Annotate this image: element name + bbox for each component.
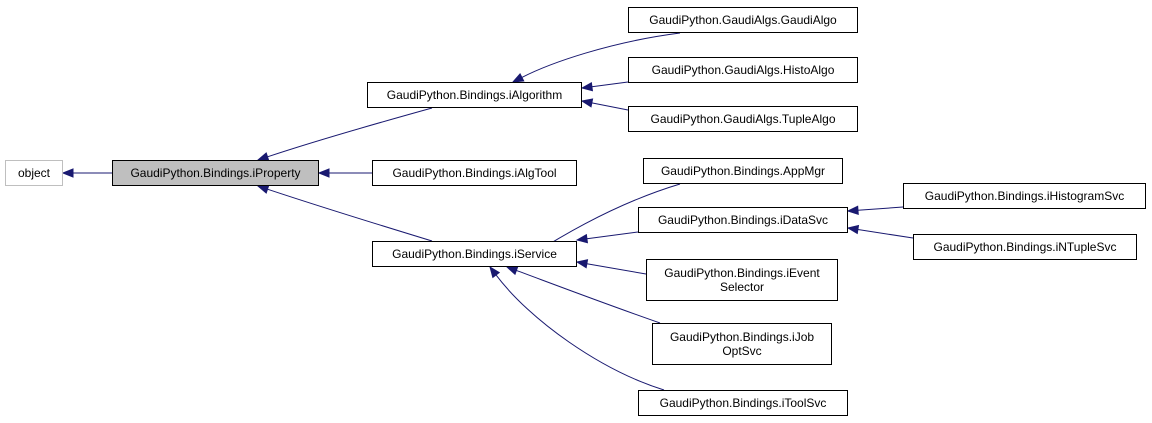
class-node-label: GaudiPython.Bindings.iHistogramSvc (924, 189, 1125, 203)
edge-line (591, 81, 629, 88)
class-node-iProperty[interactable]: GaudiPython.Bindings.iProperty (112, 160, 319, 186)
edge-iToolSvc-to-iService (489, 265, 665, 391)
edge-iJobOptSvc-to-iService (505, 266, 661, 324)
edge-arrowhead (580, 98, 594, 108)
edge-TupleAlgo-to-iAlgorithm (580, 98, 629, 111)
class-node-iDataSvc[interactable]: GaudiPython.Bindings.iDataSvc (638, 207, 848, 233)
class-node-TupleAlgo[interactable]: GaudiPython.GaudiAlgs.TupleAlgo (628, 106, 858, 132)
edge-iHistogramSvc-to-iDataSvc (846, 205, 904, 215)
edge-iService-to-iProperty (256, 184, 433, 242)
class-node-iHistogramSvc[interactable]: GaudiPython.Bindings.iHistogramSvc (903, 183, 1146, 209)
class-node-label: GaudiPython.GaudiAlgs.HistoAlgo (651, 63, 835, 77)
edge-arrowhead (317, 168, 330, 178)
edge-iProperty-to-object (61, 168, 112, 178)
class-node-label: GaudiPython.GaudiAlgs.TupleAlgo (650, 112, 836, 126)
edge-arrowhead (846, 205, 859, 215)
edge-line (267, 107, 433, 158)
class-node-label: GaudiPython.GaudiAlgs.GaudiAlgo (649, 13, 837, 27)
edge-line (267, 188, 433, 242)
edge-line (591, 102, 629, 111)
edge-iAlgorithm-to-iProperty (256, 107, 433, 162)
class-node-GaudiAlgo[interactable]: GaudiPython.GaudiAlgs.GaudiAlgo (628, 7, 858, 33)
edge-line (516, 269, 661, 324)
edge-iDataSvc-to-iService (575, 231, 639, 244)
class-node-iAlgTool[interactable]: GaudiPython.Bindings.iAlgTool (372, 160, 577, 186)
class-node-iService[interactable]: GaudiPython.Bindings.iService (372, 241, 577, 267)
edge-arrowhead (846, 224, 860, 235)
class-node-label: GaudiPython.Bindings.iAlgTool (392, 166, 557, 180)
edge-iEventSelector-to-iService (575, 259, 647, 275)
edge-iAlgTool-to-iProperty (317, 168, 372, 178)
edge-arrowhead (580, 81, 594, 92)
class-node-label: GaudiPython.Bindings.AppMgr (660, 164, 826, 178)
class-node-label: Selector (719, 280, 765, 294)
edge-arrowhead (256, 184, 270, 194)
class-node-label: GaudiPython.Bindings.iEvent (664, 266, 820, 280)
class-node-label: GaudiPython.Bindings.iAlgorithm (386, 88, 563, 102)
class-node-label: OptSvc (722, 344, 762, 358)
edge-arrowhead (511, 72, 525, 83)
class-node-label: GaudiPython.Bindings.iJob (669, 330, 815, 344)
edge-line (521, 32, 681, 78)
class-node-iToolSvc[interactable]: GaudiPython.Bindings.iToolSvc (638, 390, 848, 416)
class-node-HistoAlgo[interactable]: GaudiPython.GaudiAlgs.HistoAlgo (628, 57, 858, 83)
class-node-object[interactable]: object (5, 160, 63, 186)
edge-arrowhead (61, 168, 74, 178)
edge-line (857, 206, 904, 211)
edge-arrowhead (489, 265, 501, 279)
edge-HistoAlgo-to-iAlgorithm (580, 81, 629, 92)
class-node-label: GaudiPython.Bindings.iNTupleSvc (933, 240, 1117, 254)
edge-arrowhead (575, 259, 589, 269)
edge-line (586, 231, 639, 240)
class-node-label: GaudiPython.Bindings.iToolSvc (659, 396, 827, 410)
edge-GaudiAlgo-to-iAlgorithm (511, 32, 681, 83)
class-node-label: object (17, 166, 51, 180)
edge-line (495, 274, 665, 391)
class-node-iNTupleSvc[interactable]: GaudiPython.Bindings.iNTupleSvc (913, 234, 1137, 260)
edge-line (586, 263, 647, 275)
class-node-label: GaudiPython.Bindings.iProperty (130, 166, 301, 180)
class-node-label: GaudiPython.Bindings.iDataSvc (657, 213, 829, 227)
edge-arrowhead (505, 266, 519, 276)
class-node-AppMgr[interactable]: GaudiPython.Bindings.AppMgr (643, 158, 843, 184)
edge-line (857, 229, 914, 239)
class-node-iAlgorithm[interactable]: GaudiPython.Bindings.iAlgorithm (367, 82, 582, 108)
class-node-label: GaudiPython.Bindings.iService (392, 247, 557, 261)
edge-iNTupleSvc-to-iDataSvc (846, 224, 914, 239)
edge-arrowhead (575, 233, 589, 244)
